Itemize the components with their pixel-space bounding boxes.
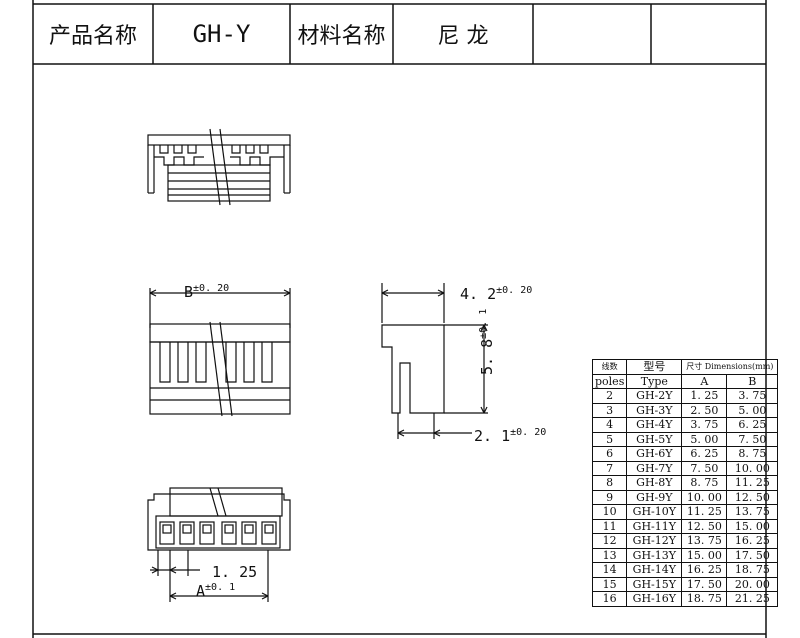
table-cell: 7. 50	[681, 460, 728, 476]
poles-en-header: poles	[591, 373, 628, 389]
table-cell: 15. 00	[681, 547, 728, 563]
table-cell: 8. 75	[726, 446, 779, 462]
type-en-header: Type	[626, 373, 683, 389]
table-cell: 4	[591, 417, 628, 433]
poles-cn-header: 线数	[591, 359, 628, 375]
table-cell: 10	[591, 504, 628, 520]
table-cell: 13. 75	[726, 504, 779, 520]
table-cell: 3. 75	[726, 388, 779, 404]
table-cell: GH-5Y	[626, 431, 683, 447]
material-value: 尼 龙	[437, 24, 489, 49]
table-cell: 3. 75	[681, 417, 728, 433]
table-cell: 13	[591, 547, 628, 563]
dimension-a: A±0. 1	[196, 582, 236, 600]
table-cell: 5	[591, 431, 628, 447]
table-cell: 16. 25	[681, 562, 728, 578]
table-cell: 11. 25	[726, 475, 779, 491]
table-cell: 2	[591, 388, 628, 404]
table-cell: GH-14Y	[626, 562, 683, 578]
front-view-drawing	[149, 288, 291, 417]
table-cell: 1. 25	[681, 388, 728, 404]
table-cell: 7. 50	[726, 431, 779, 447]
table-cell: 14	[591, 562, 628, 578]
table-cell: 15	[591, 576, 628, 592]
table-cell: 5. 00	[681, 431, 728, 447]
product-name-value: GH-Y	[192, 20, 251, 48]
top-view-drawing	[147, 128, 291, 206]
table-cell: 8. 75	[681, 475, 728, 491]
bottom-view-drawing	[147, 487, 291, 602]
table-cell: 2. 50	[681, 402, 728, 418]
table-cell: 10. 00	[681, 489, 728, 505]
table-cell: 17. 50	[681, 576, 728, 592]
dimension-height: 5. 8±0. 1	[478, 308, 496, 375]
table-cell: 7	[591, 460, 628, 476]
table-cell: 16	[591, 591, 628, 607]
table-cell: GH-15Y	[626, 576, 683, 592]
table-cell: 6. 25	[681, 446, 728, 462]
table-cell: 5. 00	[726, 402, 779, 418]
table-cell: 12. 50	[681, 518, 728, 534]
table-cell: 16. 25	[726, 533, 779, 549]
table-cell: 11. 25	[681, 504, 728, 520]
dimensions-table: 线数 型号 尺寸 Dimensions(mm) poles Type A B 2…	[591, 359, 779, 607]
table-cell: GH-4Y	[626, 417, 683, 433]
table-cell: 9	[591, 489, 628, 505]
table-cell: 13. 75	[681, 533, 728, 549]
table-cell: GH-12Y	[626, 533, 683, 549]
product-name-label: 产品名称	[48, 24, 137, 49]
table-cell: 21. 25	[726, 591, 779, 607]
table-cell: GH-7Y	[626, 460, 683, 476]
table-cell: GH-10Y	[626, 504, 683, 520]
table-cell: 3	[591, 402, 628, 418]
table-cell: GH-3Y	[626, 402, 683, 418]
table-cell: 12. 50	[726, 489, 779, 505]
table-cell: GH-8Y	[626, 475, 683, 491]
table-cell: 15. 00	[726, 518, 779, 534]
table-cell: 17. 50	[726, 547, 779, 563]
table-cell: GH-16Y	[626, 591, 683, 607]
table-cell: 10. 00	[726, 460, 779, 476]
type-cn-header: 型号	[626, 359, 683, 375]
b-header: B	[726, 373, 779, 389]
dimension-depth: 4. 2±0. 20	[460, 285, 533, 303]
a-header: A	[681, 373, 728, 389]
table-cell: GH-9Y	[626, 489, 683, 505]
table-cell: 6. 25	[726, 417, 779, 433]
side-view-drawing	[381, 283, 488, 439]
table-cell: 6	[591, 446, 628, 462]
table-cell: 20. 00	[726, 576, 779, 592]
dimension-pitch: 1. 25	[212, 563, 258, 581]
table-cell: 8	[591, 475, 628, 491]
table-cell: 11	[591, 518, 628, 534]
table-cell: GH-2Y	[626, 388, 683, 404]
table-cell: GH-11Y	[626, 518, 683, 534]
material-label: 材料名称	[297, 24, 386, 49]
table-cell: GH-6Y	[626, 446, 683, 462]
table-cell: 18. 75	[681, 591, 728, 607]
dimension-b: B±0. 20	[184, 283, 230, 301]
table-cell: 18. 75	[726, 562, 779, 578]
dims-cn-header: 尺寸 Dimensions(mm)	[681, 359, 779, 375]
table-cell: GH-13Y	[626, 547, 683, 563]
table-cell: 12	[591, 533, 628, 549]
dimension-base: 2. 1±0. 20	[474, 427, 547, 445]
